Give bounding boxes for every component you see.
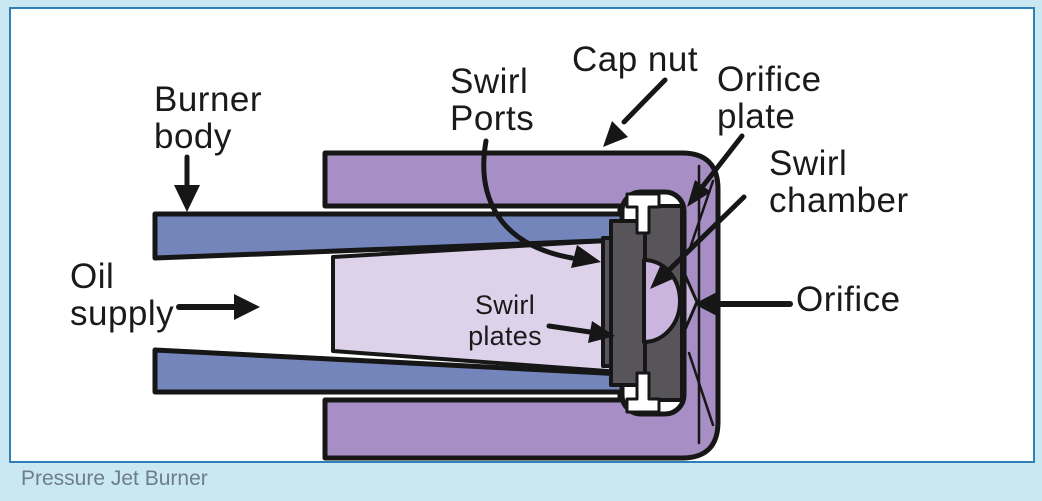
- orifice-arrowhead: [694, 291, 719, 317]
- label-oil-supply: Oil supply: [70, 258, 174, 332]
- label-line: Swirl: [450, 62, 529, 101]
- label-line: Swirl: [475, 290, 535, 320]
- label-line: plates: [468, 321, 542, 351]
- label-orifice-plate: Orifice plate: [717, 61, 822, 135]
- label-line: body: [154, 117, 232, 156]
- label-burner-body: Burner body: [154, 81, 262, 155]
- oil-supply-arrowhead: [234, 294, 260, 320]
- swirl-plates-arrow-line: [546, 323, 593, 335]
- swirl-ports-leader-curve: [481, 138, 575, 261]
- exit-cone-edge-bottom: [687, 351, 715, 427]
- label-line: Oil: [70, 257, 115, 296]
- label-swirl-ports: Swirl Ports: [450, 63, 534, 137]
- orifice-plate-arrow-line: [700, 133, 745, 189]
- label-line: Orifice: [796, 280, 901, 319]
- label-cap-nut: Cap nut: [572, 41, 698, 78]
- label-line: chamber: [769, 181, 909, 220]
- swirl-plates-arrowhead: [588, 321, 615, 343]
- swirl-port-slot-top: [625, 192, 661, 235]
- label-orifice: Orifice: [796, 281, 901, 318]
- label-line: Ports: [450, 99, 535, 138]
- cap-nut-arrow-line: [621, 77, 668, 125]
- label-line: Burner: [154, 80, 263, 119]
- label-line: plate: [717, 97, 796, 136]
- label-swirl-chamber: Swirl chamber: [769, 145, 909, 219]
- swirl-plate-left: [609, 219, 649, 387]
- label-line: Cap nut: [572, 40, 699, 79]
- burner-body-arrowhead: [174, 185, 200, 212]
- label-line: supply: [70, 294, 175, 333]
- swirl-port-slot-bottom: [625, 371, 661, 414]
- swirl-chamber-arrowhead: [650, 264, 675, 289]
- label-line: Swirl: [769, 144, 848, 183]
- label-line: Orifice: [717, 60, 822, 99]
- swirl-chamber-cavity: [642, 258, 682, 344]
- orifice-plate-arrowhead: [687, 180, 711, 207]
- label-swirl-plates: Swirl plates: [450, 290, 560, 352]
- swirl-chamber-arrow-line: [665, 194, 747, 274]
- cap-nut-arrowhead: [603, 121, 628, 147]
- swirl-ports-arrowhead: [571, 245, 601, 268]
- annotation-arrows: [174, 77, 793, 343]
- page-caption: Pressure Jet Burner: [21, 467, 208, 490]
